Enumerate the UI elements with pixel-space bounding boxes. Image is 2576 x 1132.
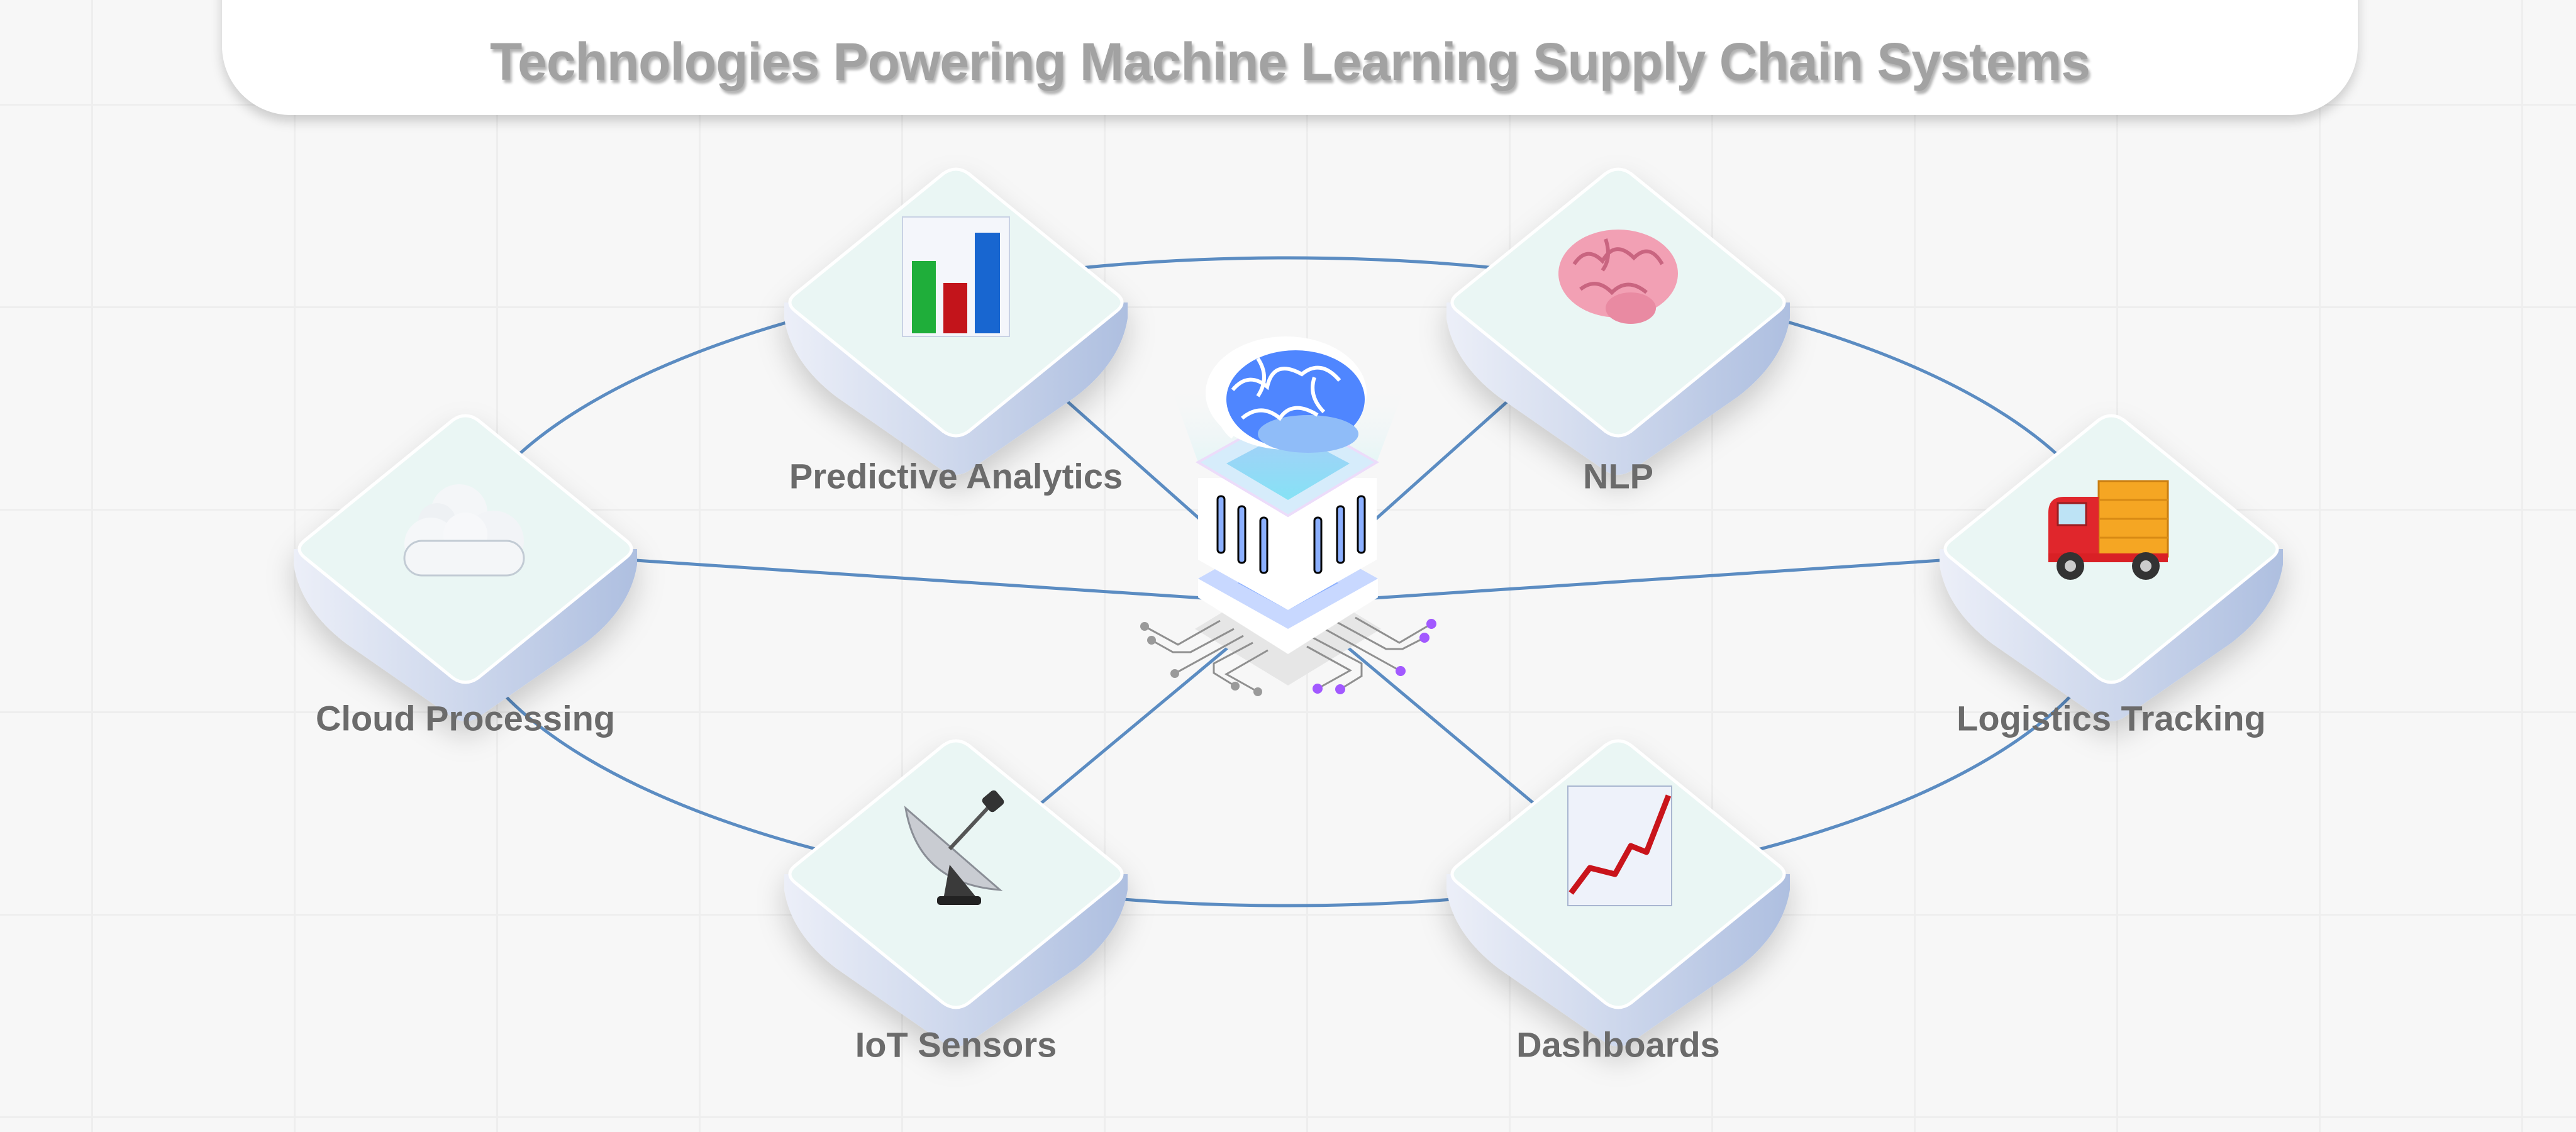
tile-logistics-tracking[interactable] bbox=[1940, 416, 2283, 721]
label-cloud-processing: Cloud Processing bbox=[315, 698, 616, 738]
page-title: Technologies Powering Machine Learning S… bbox=[490, 32, 2090, 91]
satellite-dish-icon bbox=[904, 790, 1004, 905]
circuit-nodes bbox=[1140, 619, 1436, 696]
center-ai-processor bbox=[1140, 336, 1436, 696]
label-iot-sensors: IoT Sensors bbox=[855, 1024, 1057, 1065]
label-predictive-analytics: Predictive Analytics bbox=[789, 456, 1123, 496]
vent-slots bbox=[1216, 495, 1366, 574]
brain-icon bbox=[1558, 230, 1678, 324]
label-logistics-tracking: Logistics Tracking bbox=[1957, 698, 2266, 738]
bar-chart-icon bbox=[902, 216, 1010, 337]
line-chart-icon bbox=[1567, 785, 1672, 906]
tile-nlp[interactable] bbox=[1446, 169, 1790, 475]
label-dashboards: Dashboards bbox=[1516, 1024, 1720, 1065]
delivery-truck-icon bbox=[2048, 480, 2169, 580]
ai-brain-icon bbox=[1206, 336, 1367, 453]
circuit-traces bbox=[1144, 616, 1432, 693]
title-banner: Technologies Powering Machine Learning S… bbox=[222, 0, 2358, 115]
label-nlp: NLP bbox=[1583, 456, 1653, 496]
